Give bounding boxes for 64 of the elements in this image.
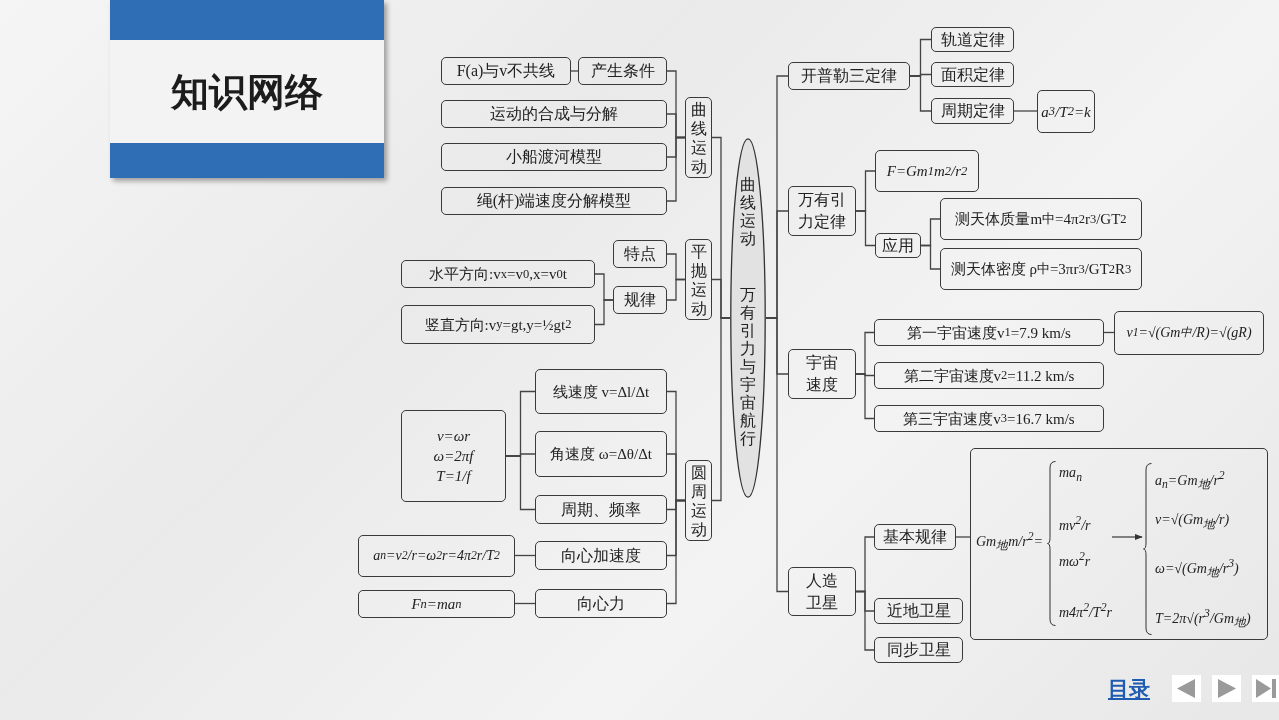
topic-box: 近地卫星 — [874, 598, 963, 624]
formula-text: ω=2πf — [433, 447, 474, 465]
topic-box: 同步卫星 — [874, 637, 963, 663]
topic-text: 曲线运动 — [739, 176, 757, 248]
connector-line — [1103, 331, 1115, 334]
arrow — [1111, 533, 1143, 541]
formula-text: v=ωr — [436, 427, 471, 445]
topic-box: 周期、频率 — [535, 495, 667, 524]
formula-text: mω$^{2}$r — [1059, 549, 1091, 571]
formula-text: T=2π√(r$^{3}$/Gm$_{地}$) — [1155, 606, 1251, 632]
formula-text: ω=√(Gm$_{地}$/r$^{3}$) — [1155, 556, 1239, 582]
formula-text: mv$^{2}$/r — [1059, 513, 1091, 535]
connector-line — [920, 244, 941, 270]
topic-box: 向心力 — [535, 589, 667, 618]
connector-line — [855, 590, 875, 651]
topic-box: 周期定律 — [931, 98, 1014, 124]
formula-text: ma$_{n}$ — [1059, 464, 1082, 486]
connector-line — [514, 602, 536, 605]
topic-box: 轨道定律 — [931, 27, 1014, 52]
formula-text: T=1/f — [436, 467, 471, 485]
topic-box: 运动的合成与分解 — [441, 100, 667, 128]
topic-box: 圆周运动 — [685, 460, 712, 541]
topic-box: 开普勒三定律 — [788, 62, 910, 90]
connector-line — [855, 373, 875, 420]
connector-line — [594, 299, 614, 326]
topic-box: 人造卫星 — [788, 567, 856, 616]
connector-line — [666, 136, 686, 202]
topic-box: 线速度 v=Δl/Δt — [535, 369, 667, 414]
connector-line — [711, 317, 731, 502]
topic-box: 绳(杆)端速度分解模型 — [441, 187, 667, 215]
formula-text: m4π$^{2}$/T$^{2}$r — [1059, 600, 1112, 622]
formula-text: Gm$_{地}$m/r$^{2}$= — [976, 529, 1043, 555]
connector-line — [855, 210, 876, 247]
topic-box: F(a)与v不共线 — [441, 57, 571, 85]
topic-box: 万有引力定律 — [788, 186, 856, 236]
topic-box: 向心加速度 — [535, 541, 667, 570]
slide-title: 知识网络 — [170, 69, 324, 116]
formula-box — [970, 448, 1268, 640]
connector-line — [514, 554, 536, 557]
connector-line — [909, 75, 932, 112]
topic-box: 角速度 ω=Δθ/Δt — [535, 431, 667, 477]
topic-box: 平抛运动 — [685, 239, 712, 320]
connector-line — [666, 499, 686, 605]
connector-line — [505, 455, 536, 511]
topic-text: 万有引力与宇宙航行 — [739, 286, 757, 448]
topic-ellipse — [730, 138, 766, 498]
topic-box: 特点 — [613, 240, 667, 268]
topic-box: 应用 — [875, 233, 921, 258]
connector-line — [765, 317, 789, 593]
connector-line — [570, 70, 579, 72]
topic-box: 基本规律 — [874, 524, 956, 550]
formula-text: v=√(Gm$_{地}$/r) — [1155, 511, 1230, 533]
connector-line — [1013, 110, 1038, 112]
contents-link: 目录 — [1108, 676, 1150, 702]
connector-line — [955, 536, 971, 538]
topic-box: 面积定律 — [931, 62, 1014, 87]
formula-text: a$_{n}$=Gm$_{地}$/r$^{2}$ — [1155, 468, 1225, 494]
connector-line — [666, 278, 686, 301]
topic-box: 规律 — [613, 286, 667, 314]
formula-box — [401, 410, 506, 502]
topic-box: 宇宙速度 — [788, 349, 856, 399]
topic-box: 小船渡河模型 — [441, 143, 667, 171]
topic-box: 产生条件 — [578, 57, 667, 85]
topic-box: 曲线运动 — [685, 97, 712, 178]
